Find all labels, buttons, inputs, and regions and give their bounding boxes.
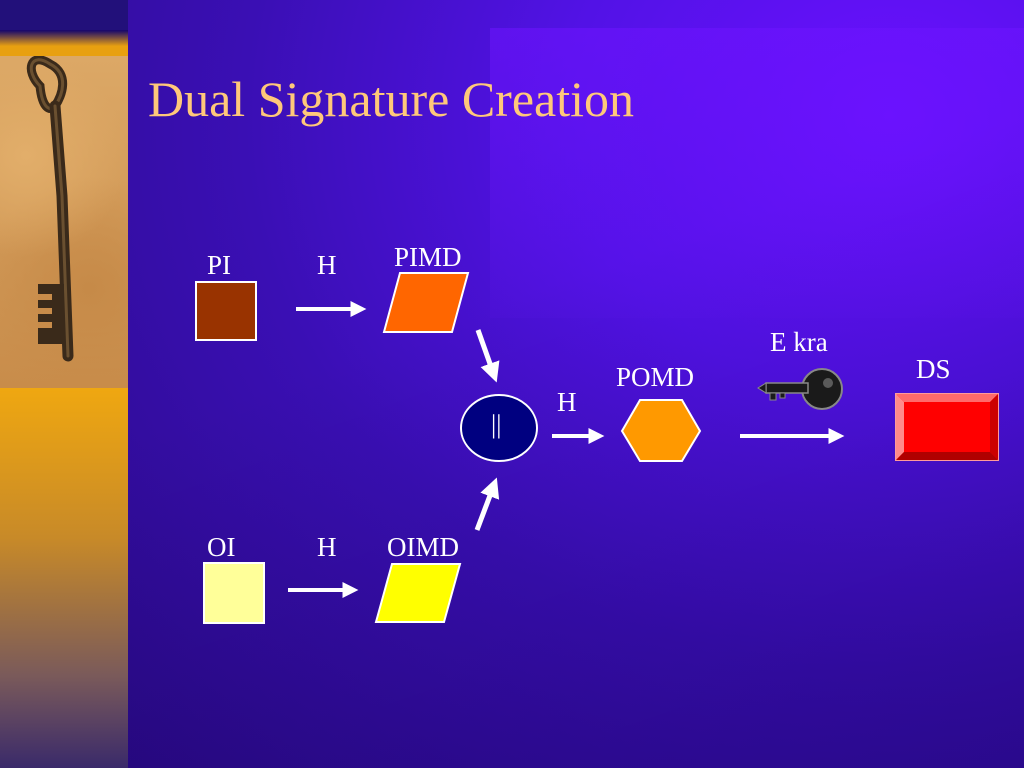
pi-box bbox=[195, 281, 257, 341]
oi-box bbox=[203, 562, 265, 624]
pomd-hash-label: H bbox=[557, 387, 577, 417]
oimd-to-concat-arrow bbox=[474, 477, 500, 531]
concat-symbol: || bbox=[491, 410, 502, 439]
ds-label: DS bbox=[916, 354, 951, 384]
oimd-label: OIMD bbox=[387, 532, 459, 562]
slide-title: Dual Signature Creation bbox=[148, 71, 634, 127]
concat-circle bbox=[460, 394, 538, 462]
decorative-sidebar bbox=[0, 0, 128, 768]
pi-label: PI bbox=[207, 250, 232, 280]
key-icon bbox=[757, 368, 843, 410]
background-highlight-panel bbox=[490, 28, 1024, 318]
encrypt-label: E kra bbox=[770, 327, 828, 357]
pimd-to-concat-arrow bbox=[475, 329, 500, 383]
oimd-shape bbox=[374, 563, 462, 623]
ds-box bbox=[895, 393, 999, 461]
oi-hash-label: H bbox=[317, 532, 337, 562]
antique-key-photo-icon bbox=[0, 55, 128, 388]
pomd-label: POMD bbox=[616, 362, 695, 392]
oi-label: OI bbox=[207, 532, 236, 562]
pimd-label: PIMD bbox=[394, 242, 462, 272]
sidebar-top-bar bbox=[0, 0, 128, 30]
pomd-shape bbox=[620, 399, 702, 462]
pimd-shape bbox=[382, 272, 470, 333]
pi-hash-label: H bbox=[317, 250, 337, 280]
